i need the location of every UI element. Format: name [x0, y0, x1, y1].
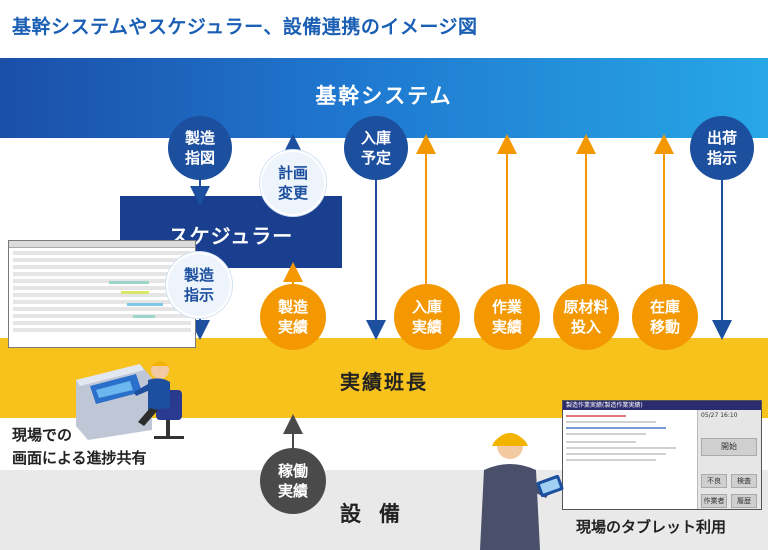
- tablet-header: 製造作業実績(製造作業実績): [563, 401, 761, 410]
- scheduler-screen-image: [8, 240, 196, 348]
- equipment-label: 設備: [340, 502, 418, 526]
- bubble-material-input: 原材料投入: [553, 284, 619, 350]
- bubble-manufacturing-direction: 製造指示: [166, 252, 232, 318]
- tablet-screen-image: 製造作業実績(製造作業実績) 05/27 16:10 開始 不良 検査 作業者 …: [562, 400, 762, 510]
- results-band-label: 実績班長: [340, 370, 428, 394]
- bubble-plan-change: 計画変更: [260, 150, 326, 216]
- bubble-operation-results: 稼働実績: [260, 448, 326, 514]
- bubble-receiving-results: 入庫実績: [394, 284, 460, 350]
- caption-left: 現場での 画面による進捗共有: [12, 426, 147, 467]
- tablet-inspect-button: 検査: [731, 474, 757, 488]
- tablet-date: 05/27 16:10: [701, 412, 738, 419]
- tablet-history-button: 履歴: [731, 494, 757, 508]
- tablet-start-button: 開始: [701, 438, 757, 456]
- worker-with-tablet-illustration: [480, 433, 564, 550]
- core-system-label: 基幹システム: [315, 84, 453, 108]
- diagram-title: 基幹システムやスケジュラー、設備連携のイメージ図: [12, 16, 478, 38]
- operator-at-desk-illustration: [76, 361, 184, 440]
- bubble-manufacturing-instruction: 製造指図: [168, 116, 232, 180]
- bubble-receiving-plan: 入庫予定: [344, 116, 408, 180]
- caption-right: 現場のタブレット利用: [576, 518, 727, 536]
- bubble-shipping-instruction: 出荷指示: [690, 116, 754, 180]
- bubble-manufacturing-results: 製造実績: [260, 284, 326, 350]
- tablet-worker-button: 作業者: [701, 494, 727, 508]
- bubble-inventory-transfer: 在庫移動: [632, 284, 698, 350]
- tablet-defect-button: 不良: [701, 474, 727, 488]
- bubble-work-results: 作業実績: [474, 284, 540, 350]
